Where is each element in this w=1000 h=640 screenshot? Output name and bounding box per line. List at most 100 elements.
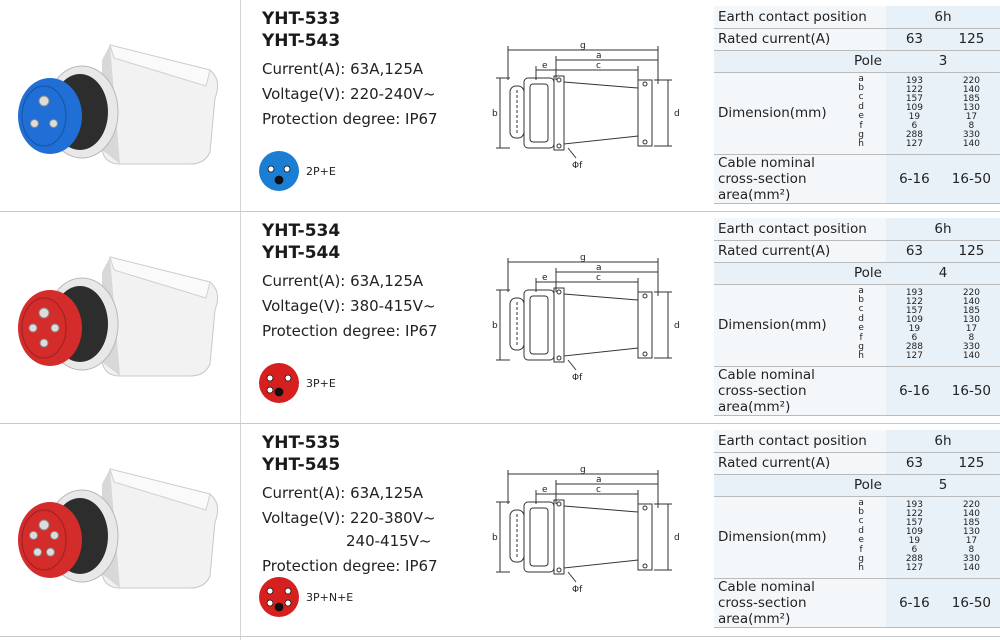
dim-label-b: b (492, 109, 498, 119)
pin-dot (274, 602, 284, 612)
dimension-value: 17 (965, 324, 978, 334)
dimension-letter: f (859, 120, 863, 131)
dimension-value: 127 (905, 563, 923, 573)
dimension-value: 19 (908, 324, 921, 334)
model-number: YHT-535 (262, 433, 341, 453)
voltage-spec: Voltage(V): 380-415V~ (262, 295, 502, 318)
plug-pin (38, 307, 50, 319)
protection-spec: Protection degree: IP67 (262, 557, 438, 575)
dimension-letter: c (858, 92, 864, 103)
plug-pin (39, 338, 49, 348)
rated-current-63: 63 (885, 452, 943, 475)
pin-dot (274, 387, 284, 397)
dim-label-phi-f: Φf (572, 585, 583, 594)
dim-label-g: g (580, 41, 586, 51)
pole-value: 4 (885, 262, 1000, 285)
plug-pin (29, 530, 39, 540)
dimension-letter: a (858, 73, 864, 84)
dimension-value: 127 (905, 139, 923, 149)
protection-spec: Protection degree: IP67 (262, 322, 438, 340)
voltage-line: 240-415V~ (346, 532, 432, 550)
current-spec: Current(A): 63A,125A (262, 484, 424, 502)
rated-current-125: 125 (942, 240, 1000, 263)
pin-layout-icon (259, 151, 299, 191)
dimension-value: 140 (962, 563, 980, 573)
dim-label-c: c (596, 273, 601, 283)
dimension-value: 193 (905, 288, 923, 298)
dimension-label: Dimension(mm) (718, 317, 827, 333)
pin-dot (284, 374, 292, 382)
pin-layout-icon (259, 577, 299, 617)
plug-pin (49, 530, 59, 540)
earth-contact-value: 6h (885, 218, 1000, 241)
dim-label-g: g (580, 465, 586, 475)
dimension-value: 330 (962, 554, 980, 564)
earth-contact-label: Earth contact position (714, 218, 886, 241)
dimension-letter: a (858, 285, 864, 296)
dimension-value: 157 (905, 94, 923, 104)
cable-section-63: 6-16 (885, 154, 943, 204)
dimension-value: 157 (905, 518, 923, 528)
dimension-value: 8 (968, 333, 975, 343)
dimension-value: 140 (962, 85, 980, 95)
dim-label-b: b (492, 533, 498, 543)
dimension-letter: a (858, 497, 864, 508)
dim-label-a: a (596, 475, 602, 485)
dimension-value: 130 (962, 315, 980, 325)
cable-section-label: cross-section area(mm²) (718, 382, 807, 415)
dimension-letter: d (858, 525, 864, 536)
pole-value: 5 (885, 474, 1000, 497)
dimension-letter: g (858, 553, 864, 564)
cable-section-label: cross-section area(mm²) (718, 594, 807, 627)
dimension-letter: f (859, 544, 863, 555)
pole-label: Pole (714, 50, 886, 73)
dimension-value: 330 (962, 342, 980, 352)
dimension-value: 122 (905, 297, 923, 307)
cable-section-label: Cable nominal (718, 366, 815, 383)
dimension-letter: g (858, 129, 864, 140)
dimension-value: 288 (905, 342, 923, 352)
earth-contact-value: 6h (885, 430, 1000, 453)
column-divider (240, 0, 241, 640)
dim-label-c: c (596, 485, 601, 495)
rated-current-63: 63 (885, 28, 943, 51)
dimension-value: 220 (962, 76, 980, 86)
dimension-letter: d (858, 313, 864, 324)
plug-pin (49, 119, 59, 128)
dimension-value: 122 (905, 509, 923, 519)
rated-current-label: Rated current(A) (714, 240, 886, 263)
pole-value: 3 (885, 50, 1000, 73)
plug-pin (38, 95, 50, 107)
dimension-letter: h (858, 563, 864, 574)
plug-photo (18, 44, 219, 165)
dim-label-e: e (542, 485, 548, 495)
dimension-letter: d (858, 101, 864, 112)
voltage-spec: Voltage(V): 220-380V~240-415V~ (262, 507, 502, 553)
dimension-value: 185 (962, 306, 980, 316)
dimension-value: 127 (905, 351, 923, 361)
dimension-value: 288 (905, 554, 923, 564)
product-info: YHT-535 YHT-545 Current(A): 63A,125A Vol… (262, 432, 502, 578)
plug-pin (28, 323, 38, 333)
plug-pin (33, 547, 43, 557)
dimension-letter: h (858, 139, 864, 150)
dim-label-d: d (674, 321, 680, 331)
cable-section-label: Cable nominal (718, 154, 815, 171)
row-divider (0, 423, 1000, 424)
dimension-value: 19 (908, 536, 921, 546)
dimension-value: 193 (905, 76, 923, 86)
dimension-letter: b (858, 294, 864, 305)
row-divider (0, 211, 1000, 212)
pin-dot (284, 599, 292, 607)
dim-label-phi-f: Φf (572, 373, 583, 382)
